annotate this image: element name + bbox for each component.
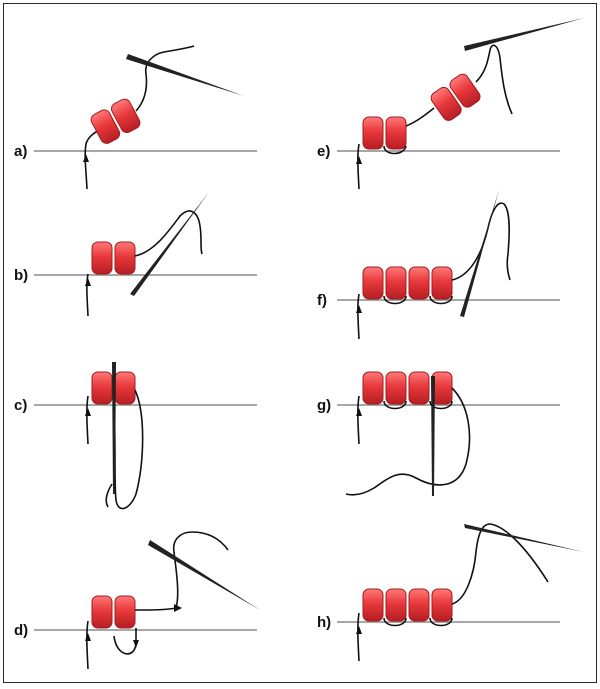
bead	[385, 266, 407, 300]
step-c-label: c)	[14, 397, 27, 414]
step-c-thread-end	[105, 483, 113, 508]
step-h-needle	[464, 524, 584, 552]
bead	[408, 266, 430, 300]
step-e: e)	[317, 18, 584, 190]
bead	[431, 588, 453, 622]
bead	[408, 588, 430, 622]
step-g-thread-loops	[383, 400, 453, 410]
bead	[91, 595, 113, 629]
step-f-arrow-icon	[356, 305, 362, 313]
step-c-arrow-icon	[85, 408, 91, 416]
step-a-arrow-icon	[83, 154, 89, 162]
bead	[91, 371, 113, 405]
bead	[362, 116, 384, 150]
step-e-needle	[464, 18, 584, 51]
step-b-thread-tail	[86, 273, 89, 317]
step-h-label: h)	[317, 614, 331, 631]
step-g-label: g)	[317, 397, 331, 414]
step-d-exit-arrow-icon	[174, 604, 182, 612]
step-b-thread	[134, 210, 203, 257]
step-h-arrow-icon	[356, 626, 362, 634]
step-g-thread-tail	[357, 395, 360, 445]
diagram-canvas: a) b) c) d)	[14, 18, 584, 670]
bead	[430, 86, 462, 121]
bead	[362, 266, 384, 300]
bead	[114, 241, 136, 275]
step-d-needle	[148, 540, 260, 610]
step-b-arrow-icon	[85, 278, 91, 286]
step-b-needle	[130, 192, 209, 296]
bead	[408, 371, 430, 405]
bead	[362, 371, 384, 405]
step-d-arrow-icon	[85, 633, 91, 641]
step-d-thread-loop	[113, 628, 137, 655]
bead	[385, 588, 407, 622]
step-b-label: b)	[14, 267, 28, 284]
step-h-thread-tail	[357, 612, 360, 662]
step-d-label: d)	[14, 622, 28, 639]
step-g-needle	[431, 376, 435, 496]
step-c-thread-tail	[86, 395, 89, 445]
step-c: c)	[14, 362, 257, 510]
step-h: h)	[317, 523, 584, 662]
bead	[431, 371, 453, 405]
step-f-thread-tail	[357, 293, 360, 340]
step-a-needle	[126, 54, 244, 96]
step-e-thread-up	[475, 44, 513, 115]
step-d-thread-up	[172, 531, 229, 609]
step-e-thread-loop	[383, 145, 407, 155]
step-d-thread	[134, 607, 177, 611]
step-a-label: a)	[14, 143, 27, 160]
step-f-label: f)	[317, 292, 327, 309]
bead	[431, 266, 453, 300]
step-e-arrow-icon	[356, 156, 362, 164]
step-g-arrow-icon	[356, 408, 362, 416]
step-c-needle	[112, 362, 116, 494]
step-f-needle	[460, 190, 499, 317]
step-h-thread-loops	[383, 617, 453, 627]
step-e-thread-tail	[357, 143, 360, 190]
step-d-thread-tail	[86, 620, 89, 670]
step-a-thread	[135, 45, 195, 112]
step-b: b)	[14, 192, 257, 317]
step-f-thread-loops	[383, 295, 453, 305]
bead	[90, 109, 121, 144]
bead	[114, 371, 136, 405]
step-g-thread	[345, 387, 471, 496]
step-f-thread	[451, 202, 511, 281]
step-d: d)	[14, 531, 260, 670]
step-a-beads	[90, 98, 141, 144]
step-d-loop-arrow-icon	[133, 640, 139, 648]
step-h-thread	[451, 523, 549, 605]
step-c-thread-loop	[113, 389, 144, 510]
step-g: g)	[317, 371, 560, 496]
bead	[385, 371, 407, 405]
bead	[91, 241, 113, 275]
step-e-label: e)	[317, 143, 330, 160]
bead	[385, 116, 407, 150]
step-e-beads	[430, 73, 481, 121]
bead	[114, 595, 136, 629]
ladder-stitch-diagram: a) b) c) d)	[3, 3, 597, 683]
bead	[449, 73, 481, 108]
bead	[110, 98, 141, 134]
step-a: a)	[14, 45, 257, 190]
step-e-thread	[405, 107, 435, 127]
bead	[362, 588, 384, 622]
step-f: f)	[317, 190, 560, 340]
